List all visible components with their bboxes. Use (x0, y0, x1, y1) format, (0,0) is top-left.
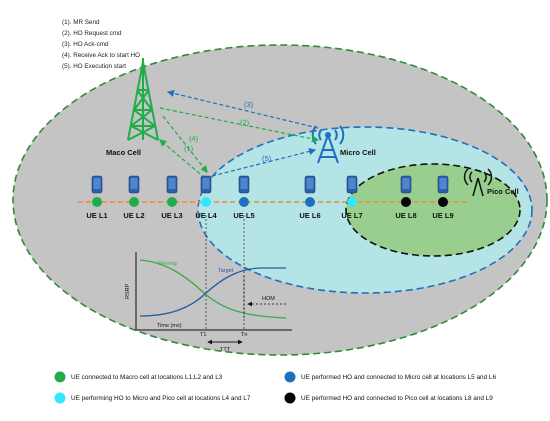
pico-cell-area (345, 163, 521, 257)
arrow-label: (3) (244, 100, 254, 109)
step-list: (1). MR Send (2). HO Request cmd (3). HO… (62, 19, 140, 70)
legend-dot-micro (284, 371, 296, 383)
signalling-arrows (159, 89, 320, 179)
ue-device: UE L7 (341, 175, 363, 220)
ue-status-dot (347, 197, 357, 207)
legend-text: UE connected to Macro cell at locations … (71, 374, 223, 381)
hom-label: HOM (262, 296, 275, 302)
arrow-label: (1) (184, 144, 194, 153)
step-item: (5). HO Execution start (62, 63, 126, 70)
ue-status-dot (401, 197, 411, 207)
ue-label: UE L9 (432, 211, 453, 220)
ue-screen (130, 178, 138, 189)
ue-device: UE L4 (195, 175, 217, 220)
arrow-label: (4) (189, 134, 199, 143)
ue-label: UE L1 (86, 211, 107, 220)
arrow-ho-request (159, 107, 320, 143)
plot-ylabel: RSRP (125, 283, 131, 299)
ue-label: UE L6 (299, 211, 320, 220)
ttt-label: TTT (220, 347, 231, 353)
ue-label: UE L7 (341, 211, 362, 220)
legend-text: UE performed HO and connected to Pico ce… (301, 395, 493, 402)
ue-screen (439, 178, 447, 189)
ue-device: UE L8 (395, 175, 417, 220)
legend-text: UE performing HO to Micro and Pico cell … (71, 395, 251, 402)
legend-text: UE performed HO and connected to Micro c… (301, 374, 496, 381)
target-curve (139, 267, 286, 317)
legend-dot-handover (54, 392, 66, 404)
pico-tower-icon (463, 168, 493, 197)
step-item: (2). HO Request cmd (62, 30, 122, 37)
ue-label: UE L2 (123, 211, 144, 220)
serving-label: Serving (158, 261, 177, 267)
ue-screen (202, 178, 210, 189)
ue-device: UE L9 (432, 175, 454, 220)
ue-status-dot (201, 197, 211, 207)
arrow-label: (2) (240, 118, 250, 127)
legend-dot-macro (54, 371, 66, 383)
step-item: (1). MR Send (62, 19, 100, 26)
ue-status-dot (305, 197, 315, 207)
ue-label: UE L8 (395, 211, 416, 220)
step-item: (4). Receive Ack to start HO (62, 52, 140, 59)
ue-device: UE L2 (123, 175, 145, 220)
step-item: (3). HO Ack-cmd (62, 41, 109, 48)
rsrp-plot (135, 252, 292, 345)
ue-device: UE L6 (299, 175, 321, 220)
ue-status-dot (438, 197, 448, 207)
ue-screen (240, 178, 248, 189)
ue-screen (93, 178, 101, 189)
macro-cell-label: Maco Cell (106, 148, 141, 157)
macro-tower-icon (127, 58, 159, 141)
arrow-ho-execution (211, 147, 317, 177)
plot-xlabel: Time (ms) (157, 323, 182, 329)
ue-device: UE L3 (161, 175, 183, 220)
ue-status-dot (239, 197, 249, 207)
ue-status-dot (129, 197, 139, 207)
pico-cell-label: Pico Cell (487, 187, 519, 196)
target-label: Target (218, 268, 234, 274)
t1-label: T1 (200, 332, 206, 338)
ue-status-dot (167, 197, 177, 207)
ue-label: UE L3 (161, 211, 182, 220)
legend-dot-pico (284, 392, 296, 404)
tn-label: Tn (241, 332, 247, 338)
ue-label: UE L4 (195, 211, 217, 220)
ue-screen (168, 178, 176, 189)
micro-cell-label: Micro Cell (340, 148, 376, 157)
ue-screen (348, 178, 356, 189)
ue-screen (402, 178, 410, 189)
arrow-mr-send (159, 139, 206, 179)
legend: UE connected to Macro cell at locations … (54, 371, 496, 404)
ue-device: UE L1 (86, 175, 108, 220)
ue-screen (306, 178, 314, 189)
arrow-ho-ack-to-ue (162, 115, 208, 173)
arrow-label: (5) (262, 154, 272, 163)
ue-status-dot (92, 197, 102, 207)
